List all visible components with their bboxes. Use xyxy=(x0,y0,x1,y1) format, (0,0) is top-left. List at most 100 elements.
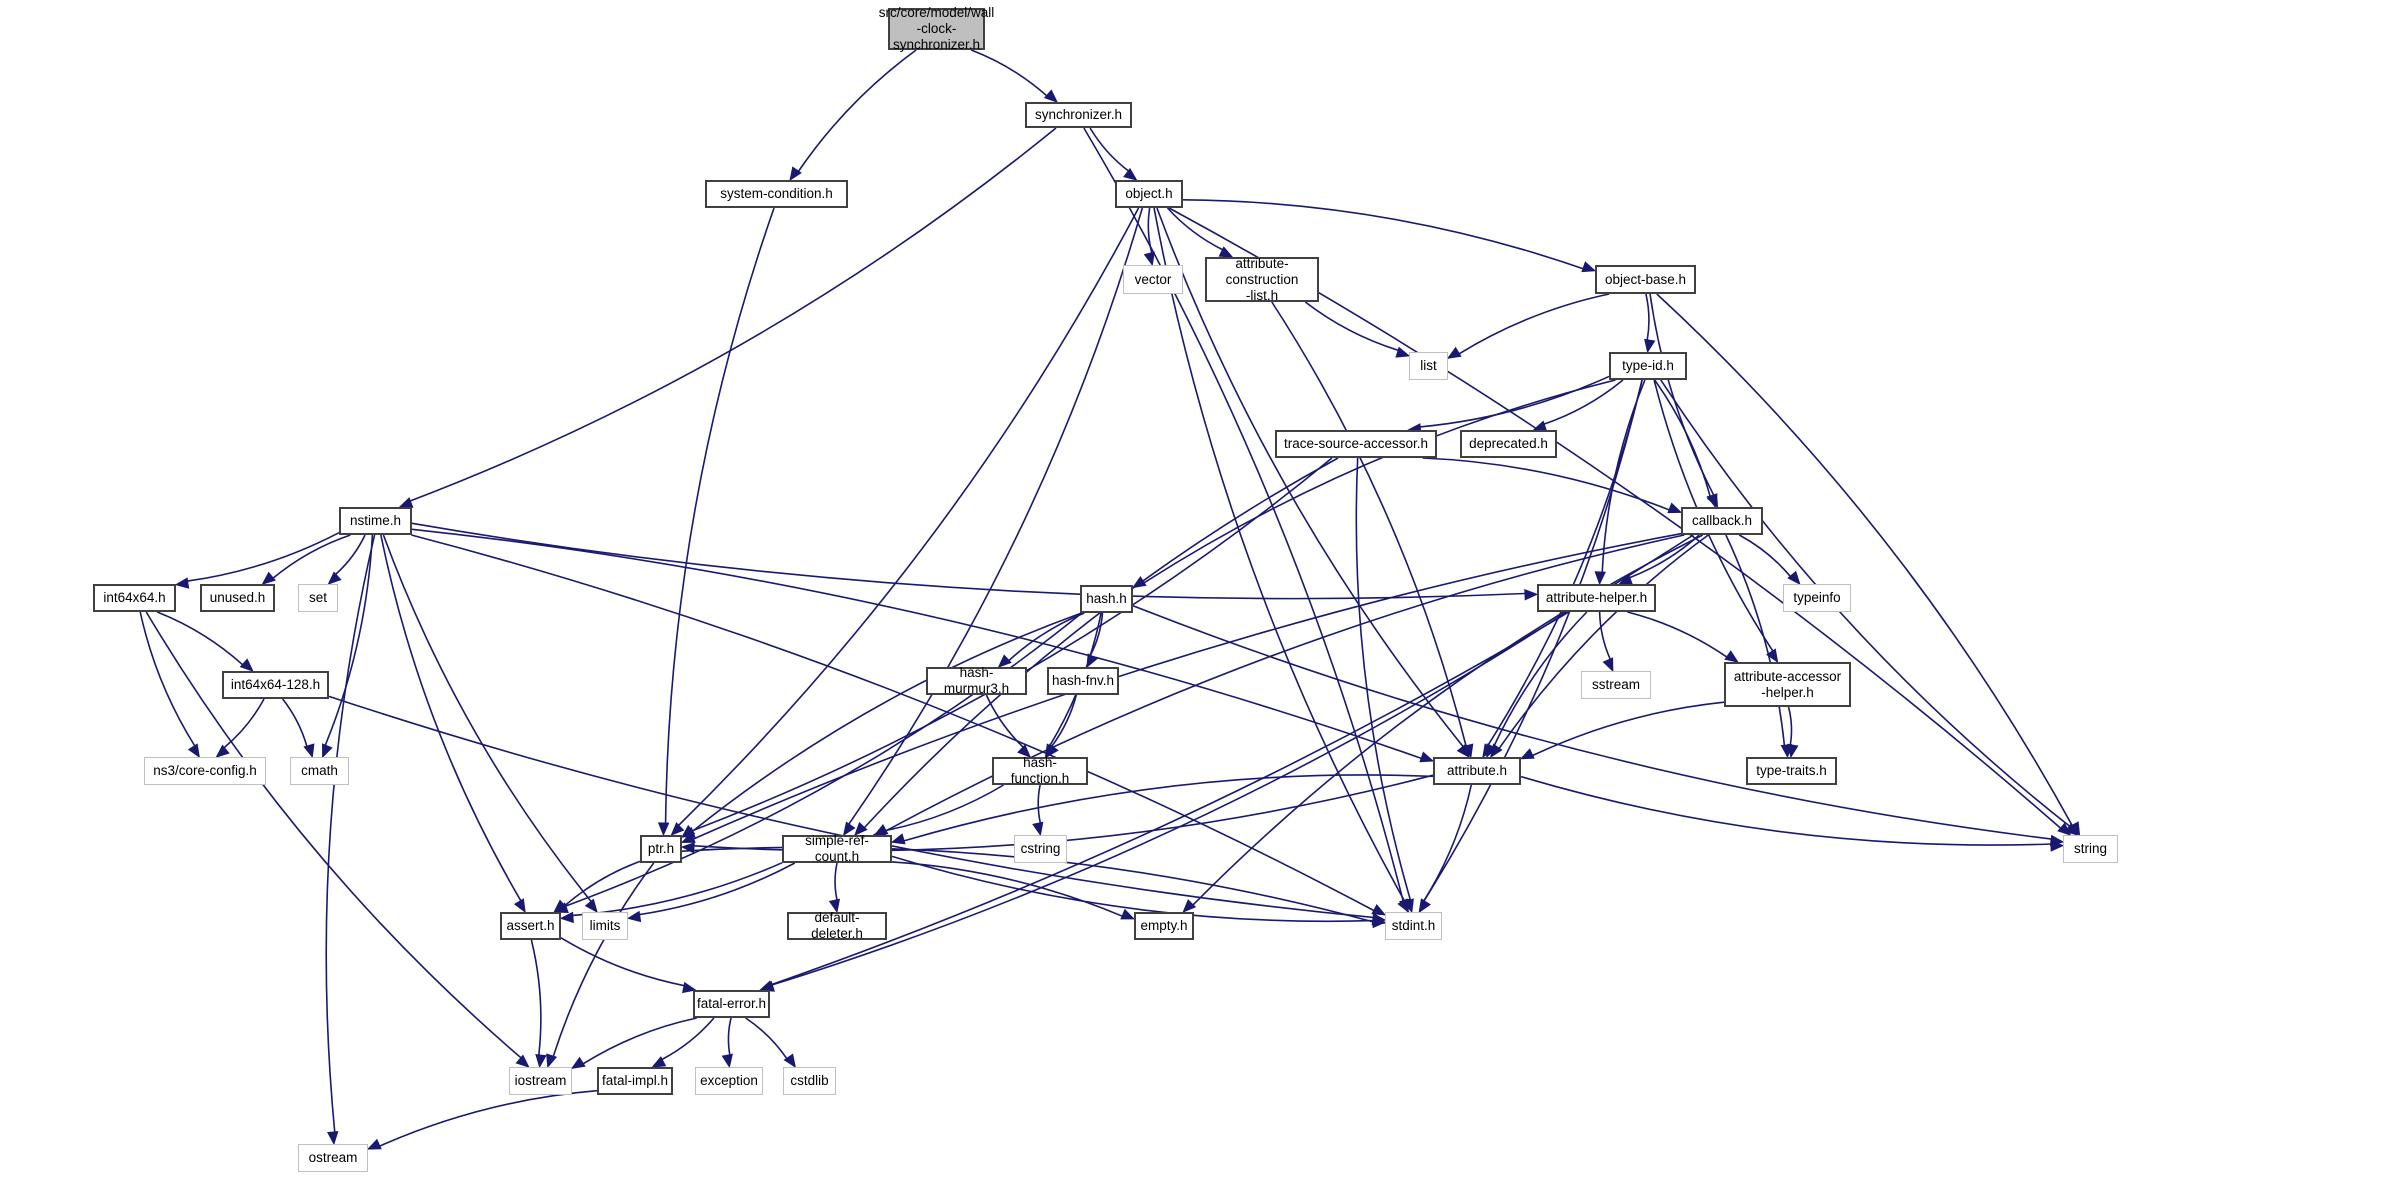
arrowhead-icon xyxy=(535,1053,547,1069)
edge-trace-source-accessor-to-callback xyxy=(1422,457,1670,511)
edge-int64x64-128-to-cmath xyxy=(282,698,308,747)
arrowhead-icon xyxy=(559,911,574,924)
node-hash-function[interactable]: hash-function.h xyxy=(992,755,1088,786)
edge-type-id-to-attribute-helper xyxy=(1601,379,1646,573)
arrowhead-icon xyxy=(1644,338,1656,354)
node-callback[interactable]: callback.h xyxy=(1681,507,1763,535)
arrowhead-icon xyxy=(239,658,254,672)
edge-object-base-to-list xyxy=(1458,293,1610,355)
edge-nstime-to-limits xyxy=(382,534,592,903)
node-hash[interactable]: hash.h xyxy=(1080,585,1133,613)
arrowhead-icon xyxy=(261,571,276,585)
arrowhead-icon xyxy=(1724,650,1739,663)
node-ostream: ostream xyxy=(298,1144,368,1172)
edge-type-id-to-trace-source-accessor xyxy=(1419,375,1610,428)
node-vector: vector xyxy=(1123,265,1183,294)
edge-trace-source-accessor-to-ptr xyxy=(692,457,1333,832)
edge-callback-to-typeinfo xyxy=(1738,534,1792,577)
node-typeinfo: typeinfo xyxy=(1783,584,1851,612)
edge-object-to-attr-construction-list xyxy=(1166,207,1224,251)
edge-assert-to-iostream xyxy=(530,939,542,1056)
edge-hash-murmur3-to-hash-function xyxy=(985,694,1024,748)
node-int64x64-128[interactable]: int64x64-128.h xyxy=(222,671,329,699)
edge-object-base-to-string xyxy=(1656,293,2073,826)
node-set: set xyxy=(298,584,338,612)
node-hash-murmur3[interactable]: hash-murmur3.h xyxy=(926,665,1027,696)
node-assert[interactable]: assert.h xyxy=(500,912,561,940)
edge-attribute-to-simple-ref-count xyxy=(903,774,1434,842)
arrowhead-icon xyxy=(1486,743,1498,759)
edge-simple-ref-count-to-default-deleter xyxy=(834,862,838,901)
node-object[interactable]: object.h xyxy=(1115,180,1183,208)
arrowhead-icon xyxy=(366,1138,382,1150)
edge-trace-source-accessor-to-simple-ref-count xyxy=(863,457,1339,829)
node-attr-accessor-helper[interactable]: attribute-accessor -helper.h xyxy=(1724,662,1851,707)
node-default-deleter[interactable]: default-deleter.h xyxy=(787,910,887,941)
arrowhead-icon xyxy=(828,898,841,914)
edge-attribute-to-string xyxy=(1520,775,2052,846)
arrowhead-icon xyxy=(680,824,696,839)
arrowhead-icon xyxy=(327,1131,339,1146)
arrowhead-icon xyxy=(1667,502,1683,514)
node-fatal-error[interactable]: fatal-error.h xyxy=(693,990,770,1018)
arrowhead-icon xyxy=(680,832,696,844)
edge-simple-ref-count-to-limits xyxy=(639,862,796,916)
arrowhead-icon xyxy=(322,743,333,759)
arrowhead-icon xyxy=(1402,898,1414,914)
arrowhead-icon xyxy=(553,899,568,913)
edge-object-to-attribute xyxy=(1156,207,1464,748)
edge-type-id-to-hash xyxy=(1143,379,1616,584)
node-unused[interactable]: unused.h xyxy=(200,584,275,612)
arrowhead-icon xyxy=(327,571,342,585)
arrowhead-icon xyxy=(626,910,642,923)
edge-assert-to-fatal-error xyxy=(560,937,685,987)
arrowhead-icon xyxy=(1581,261,1597,273)
node-ptr[interactable]: ptr.h xyxy=(640,835,682,863)
arrowhead-icon xyxy=(1419,751,1435,763)
edge-hash-function-to-cstring xyxy=(1037,784,1042,824)
node-attr-construction-list[interactable]: attribute-construction -list.h xyxy=(1205,256,1319,303)
arrowhead-icon xyxy=(657,822,670,837)
node-simple-ref-count[interactable]: simple-ref-count.h xyxy=(782,833,892,864)
node-cstring: cstring xyxy=(1014,835,1067,863)
node-empty[interactable]: empty.h xyxy=(1134,912,1194,940)
arrowhead-icon xyxy=(398,497,414,508)
arrowhead-icon xyxy=(2064,822,2079,836)
node-nstime[interactable]: nstime.h xyxy=(339,507,412,535)
edge-object-base-to-type-id xyxy=(1645,293,1650,341)
node-system-condition[interactable]: system-condition.h xyxy=(705,180,848,208)
node-stdint: stdint.h xyxy=(1385,912,1442,940)
edge-int64x64-128-to-stdint xyxy=(328,695,1374,919)
edge-nstime-to-stdint xyxy=(411,534,1375,912)
arrowhead-icon xyxy=(1372,916,1387,929)
edge-synchronizer-to-nstime xyxy=(409,127,1057,502)
node-synchronizer[interactable]: synchronizer.h xyxy=(1025,102,1132,128)
arrowhead-icon xyxy=(1594,571,1606,586)
arrowhead-icon xyxy=(1182,899,1197,913)
node-fatal-impl[interactable]: fatal-impl.h xyxy=(597,1067,673,1095)
arrowhead-icon xyxy=(303,743,315,759)
node-hash-fnv[interactable]: hash-fnv.h xyxy=(1047,667,1119,695)
node-int64x64[interactable]: int64x64.h xyxy=(93,584,176,612)
arrowhead-icon xyxy=(997,654,1012,668)
edge-fatal-error-to-exception xyxy=(727,1017,732,1056)
node-cmath: cmath xyxy=(290,757,349,785)
node-object-base[interactable]: object-base.h xyxy=(1595,265,1696,294)
node-sstream: sstream xyxy=(1581,671,1651,699)
edge-attribute-helper-to-sstream xyxy=(1598,611,1611,660)
arrowhead-icon xyxy=(1524,589,1539,601)
edge-callback-to-attribute xyxy=(1498,534,1709,749)
node-attribute-helper[interactable]: attribute-helper.h xyxy=(1537,584,1656,612)
edge-fatal-error-to-iostream xyxy=(582,1017,697,1065)
edge-object-to-object-base xyxy=(1182,199,1584,270)
edge-system-condition-to-ptr xyxy=(664,207,775,824)
node-trace-source-accessor[interactable]: trace-source-accessor.h xyxy=(1275,430,1437,458)
node-attribute[interactable]: attribute.h xyxy=(1433,757,1521,785)
edge-int64x64-to-int64x64-128 xyxy=(156,611,244,666)
node-deprecated[interactable]: deprecated.h xyxy=(1460,430,1557,458)
arrowhead-icon xyxy=(854,821,868,836)
node-type-id[interactable]: type-id.h xyxy=(1609,352,1687,380)
arrowhead-icon xyxy=(1045,743,1059,759)
node-type-traits[interactable]: type-traits.h xyxy=(1746,757,1837,785)
